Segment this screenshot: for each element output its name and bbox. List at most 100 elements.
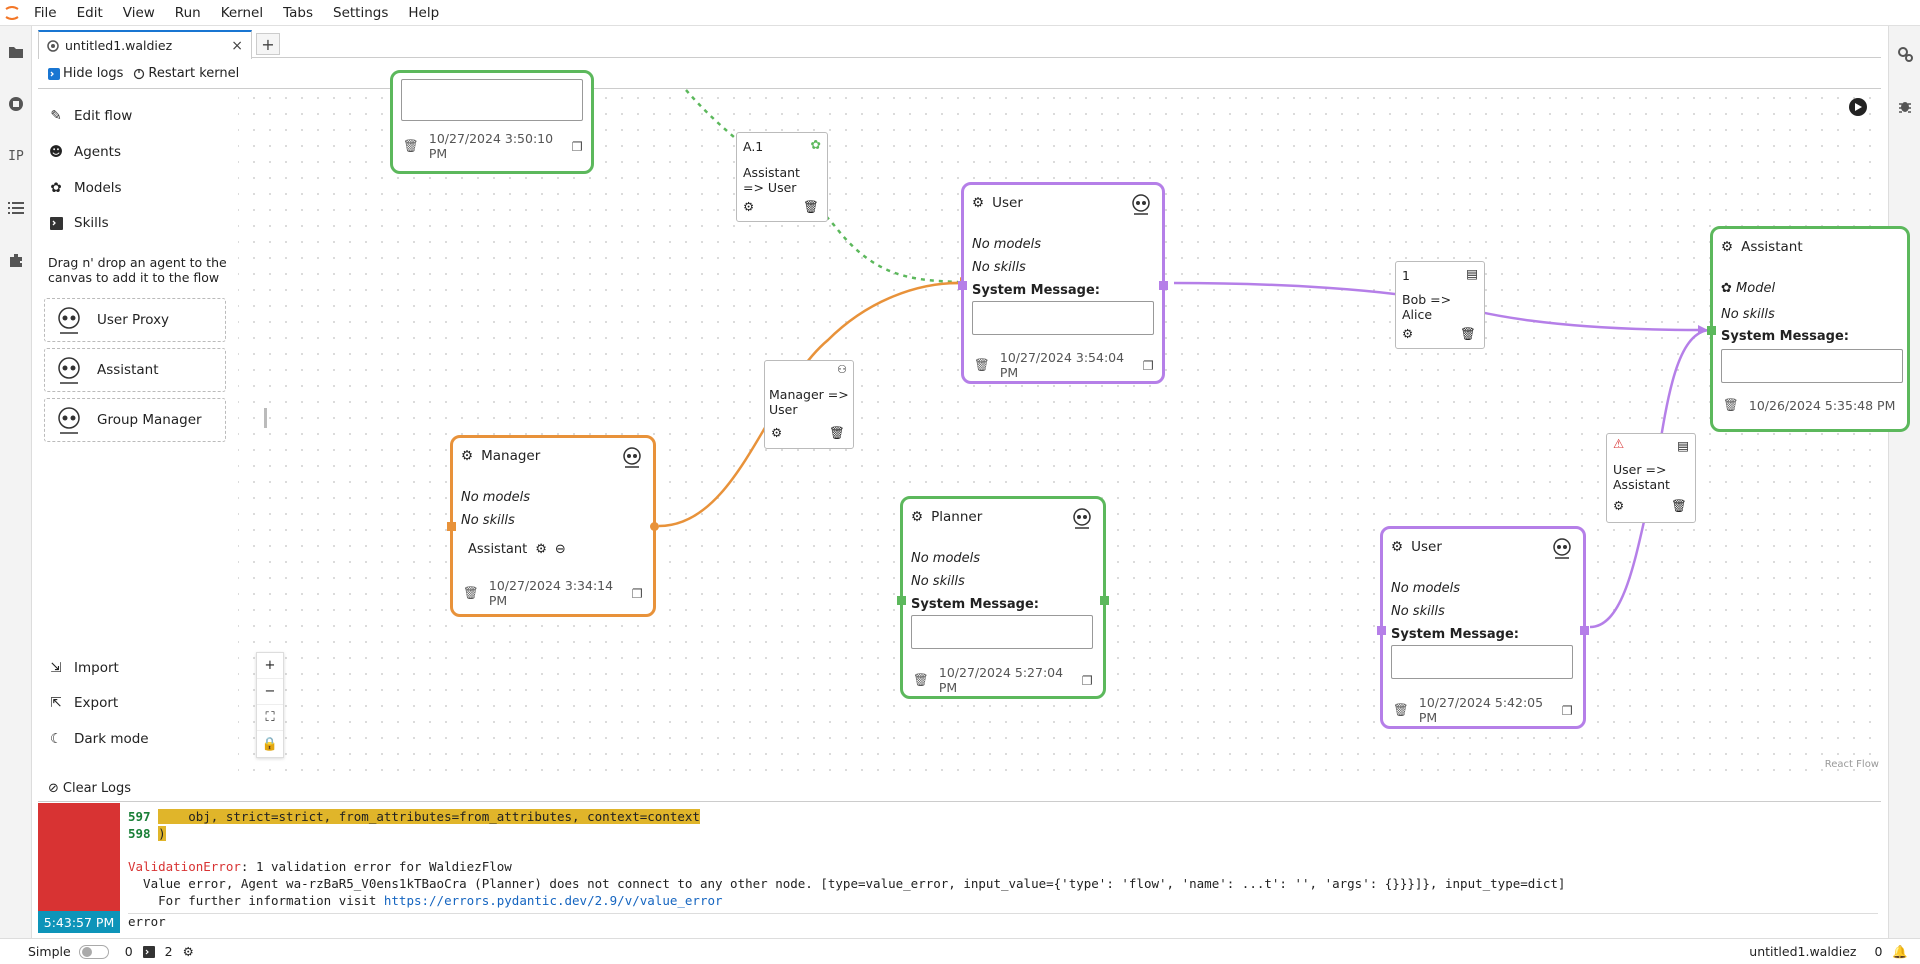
node-header: ⚙Manager: [461, 448, 540, 464]
gear-icon[interactable]: ⚙: [911, 509, 924, 525]
sidebar-item-models[interactable]: ✿Models: [48, 180, 121, 196]
menu-run[interactable]: Run: [174, 4, 201, 21]
delete-icon[interactable]: 🗑: [463, 585, 479, 600]
fit-view-icon[interactable]: ⛶: [257, 705, 283, 731]
sidebar-item-agents[interactable]: ☻Agents: [48, 144, 121, 160]
extension-icon[interactable]: [4, 248, 28, 272]
sidebar-resize-handle[interactable]: [264, 408, 267, 428]
source-handle[interactable]: [650, 522, 659, 531]
gear-icon[interactable]: ⚙: [1613, 498, 1625, 513]
agent-node-user-2[interactable]: ⚙User No models No skills System Message…: [1377, 526, 1589, 729]
copy-icon[interactable]: ❐: [1561, 702, 1573, 718]
source-handle[interactable]: [1580, 626, 1589, 635]
copy-icon[interactable]: ❐: [1081, 672, 1093, 688]
flow-canvas[interactable]: 🗑 10/27/2024 3:50:10 PM ❐ A.1 ✿ Assistan…: [38, 70, 1910, 772]
tab-close-icon[interactable]: ×: [231, 37, 243, 54]
system-message-input[interactable]: [1721, 349, 1903, 383]
gears-icon[interactable]: [1893, 42, 1917, 66]
restart-kernel-button[interactable]: Restart kernel: [133, 66, 239, 81]
toc-icon[interactable]: [4, 196, 28, 220]
simple-mode-toggle[interactable]: [78, 944, 109, 959]
gear-icon[interactable]: ⚙: [1402, 326, 1414, 341]
menu-help[interactable]: Help: [408, 4, 440, 21]
hide-logs-button[interactable]: Hide logs: [48, 66, 123, 81]
running-icon[interactable]: [4, 92, 28, 116]
agent-node-top[interactable]: 🗑 10/27/2024 3:50:10 PM ❐: [390, 70, 594, 174]
agent-node-user[interactable]: ⚙User No models No skills System Message…: [958, 182, 1168, 384]
delete-icon[interactable]: 🗑: [1671, 498, 1687, 513]
gear-icon[interactable]: ⚙: [535, 542, 547, 557]
gear-icon[interactable]: ⚙: [1721, 239, 1734, 255]
gear-icon[interactable]: ⚙: [743, 199, 755, 214]
delete-icon[interactable]: 🗑: [913, 672, 929, 687]
menu-tabs[interactable]: Tabs: [283, 4, 313, 21]
gear-icon[interactable]: ⚙: [1391, 539, 1404, 555]
delete-icon[interactable]: 🗑: [803, 199, 819, 214]
target-handle[interactable]: [897, 596, 906, 605]
folder-icon[interactable]: [4, 40, 28, 64]
kernel-count[interactable]: 0: [124, 944, 133, 959]
zoom-out-icon[interactable]: −: [257, 679, 283, 705]
react-flow-attribution[interactable]: React Flow: [1824, 759, 1879, 770]
clear-logs-button[interactable]: ⊘ Clear Logs: [38, 776, 1881, 802]
system-message-input[interactable]: [1391, 645, 1573, 679]
edge-text: User => Assistant: [1613, 462, 1670, 492]
gear-icon[interactable]: ⚙: [972, 195, 985, 211]
zoom-in-icon[interactable]: +: [257, 653, 283, 679]
delete-icon[interactable]: 🗑: [1723, 397, 1739, 412]
lock-icon[interactable]: 🔒: [261, 736, 279, 752]
debugger-bug-icon[interactable]: [1893, 94, 1917, 118]
property-inspector-icon[interactable]: IP: [8, 148, 24, 164]
target-handle[interactable]: [447, 522, 456, 531]
delete-icon[interactable]: 🗑: [829, 425, 845, 440]
edge-label-manager-user[interactable]: ⚇ Manager => User ⚙ 🗑: [764, 360, 854, 449]
tab-untitled1-waldiez[interactable]: untitled1.waldiez ×: [38, 30, 252, 59]
agent-node-planner[interactable]: ⚙Planner No models No skills System Mess…: [897, 496, 1109, 699]
system-message-input[interactable]: [972, 301, 1154, 335]
system-message-input[interactable]: [911, 615, 1093, 649]
edge-label-a1[interactable]: A.1 ✿ Assistant => User ⚙ 🗑: [736, 132, 828, 222]
edge-label-bob-alice[interactable]: 1 ▤ Bob => Alice ⚙ 🗑: [1395, 261, 1485, 349]
dnd-group-manager[interactable]: Group Manager: [44, 398, 226, 442]
target-handle[interactable]: [958, 281, 967, 290]
sidebar-dark-mode-toggle[interactable]: ☾Dark mode: [48, 731, 149, 747]
kernel-settings-icon[interactable]: ⚙: [182, 944, 194, 959]
menu-view[interactable]: View: [122, 4, 155, 21]
run-flow-button[interactable]: [1849, 98, 1867, 116]
remove-member-icon[interactable]: ⊖: [554, 542, 566, 557]
bell-icon[interactable]: 🔔: [1892, 943, 1908, 959]
source-handle[interactable]: [1100, 596, 1109, 605]
target-handle[interactable]: [1707, 326, 1716, 335]
gear-icon[interactable]: ⚙: [771, 425, 783, 440]
menu-edit[interactable]: Edit: [76, 4, 103, 21]
agent-node-manager[interactable]: ⚙Manager No models No skills Assistant ⚙…: [447, 435, 659, 617]
copy-icon[interactable]: ❐: [1142, 357, 1154, 373]
delete-icon[interactable]: 🗑: [974, 357, 990, 372]
delete-icon[interactable]: 🗑: [1460, 326, 1476, 341]
copy-icon[interactable]: ❐: [571, 138, 583, 154]
dnd-user-proxy[interactable]: User Proxy: [44, 298, 226, 342]
warning-icon: ⚠: [1613, 436, 1625, 451]
message-icon: ▤: [1677, 438, 1689, 453]
sidebar-item-edit-flow[interactable]: ✎Edit flow: [48, 108, 132, 124]
sidebar-import-button[interactable]: ⇲Import: [48, 660, 118, 676]
menu-file[interactable]: File: [34, 4, 57, 21]
delete-icon[interactable]: 🗑: [1393, 702, 1409, 717]
delete-icon[interactable]: 🗑: [403, 138, 419, 153]
target-handle[interactable]: [1377, 626, 1386, 635]
menu-kernel[interactable]: Kernel: [220, 4, 264, 21]
sidebar-export-button[interactable]: ⇱Export: [48, 695, 118, 711]
new-tab-button[interactable]: +: [256, 33, 280, 55]
gear-icon[interactable]: ⚙: [461, 448, 474, 464]
jupyter-logo-icon[interactable]: [0, 0, 24, 26]
error-link[interactable]: https://errors.pydantic.dev/2.9/v/value_…: [383, 893, 723, 908]
system-message-input[interactable]: [401, 79, 583, 121]
edge-label-user-assistant[interactable]: ⚠ ▤ User => Assistant ⚙ 🗑: [1606, 433, 1696, 523]
terminal-count[interactable]: 2: [164, 944, 173, 959]
copy-icon[interactable]: ❐: [631, 585, 643, 601]
sidebar-item-skills[interactable]: Skills: [48, 215, 109, 231]
dnd-assistant[interactable]: Assistant: [44, 348, 226, 392]
source-handle[interactable]: [1159, 281, 1168, 290]
agent-node-assistant[interactable]: ⚙Assistant ✿ Model No skills System Mess…: [1707, 226, 1910, 432]
menu-settings[interactable]: Settings: [333, 4, 389, 21]
